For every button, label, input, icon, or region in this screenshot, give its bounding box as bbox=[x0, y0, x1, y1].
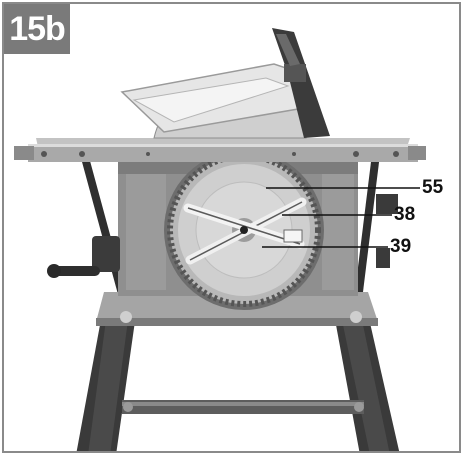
blade-wrench-icon bbox=[183, 197, 307, 265]
callout-55: 55 bbox=[422, 177, 444, 198]
table-saw-photo bbox=[4, 4, 459, 451]
saw-table bbox=[14, 138, 426, 162]
callout-39: 39 bbox=[390, 236, 412, 257]
figure-frame: 15b 55 38 39 bbox=[2, 2, 461, 453]
figure-label: 15b bbox=[4, 4, 70, 54]
blade-guard bbox=[120, 28, 330, 139]
callout-38: 38 bbox=[394, 204, 416, 225]
callout-leaders bbox=[262, 187, 420, 248]
